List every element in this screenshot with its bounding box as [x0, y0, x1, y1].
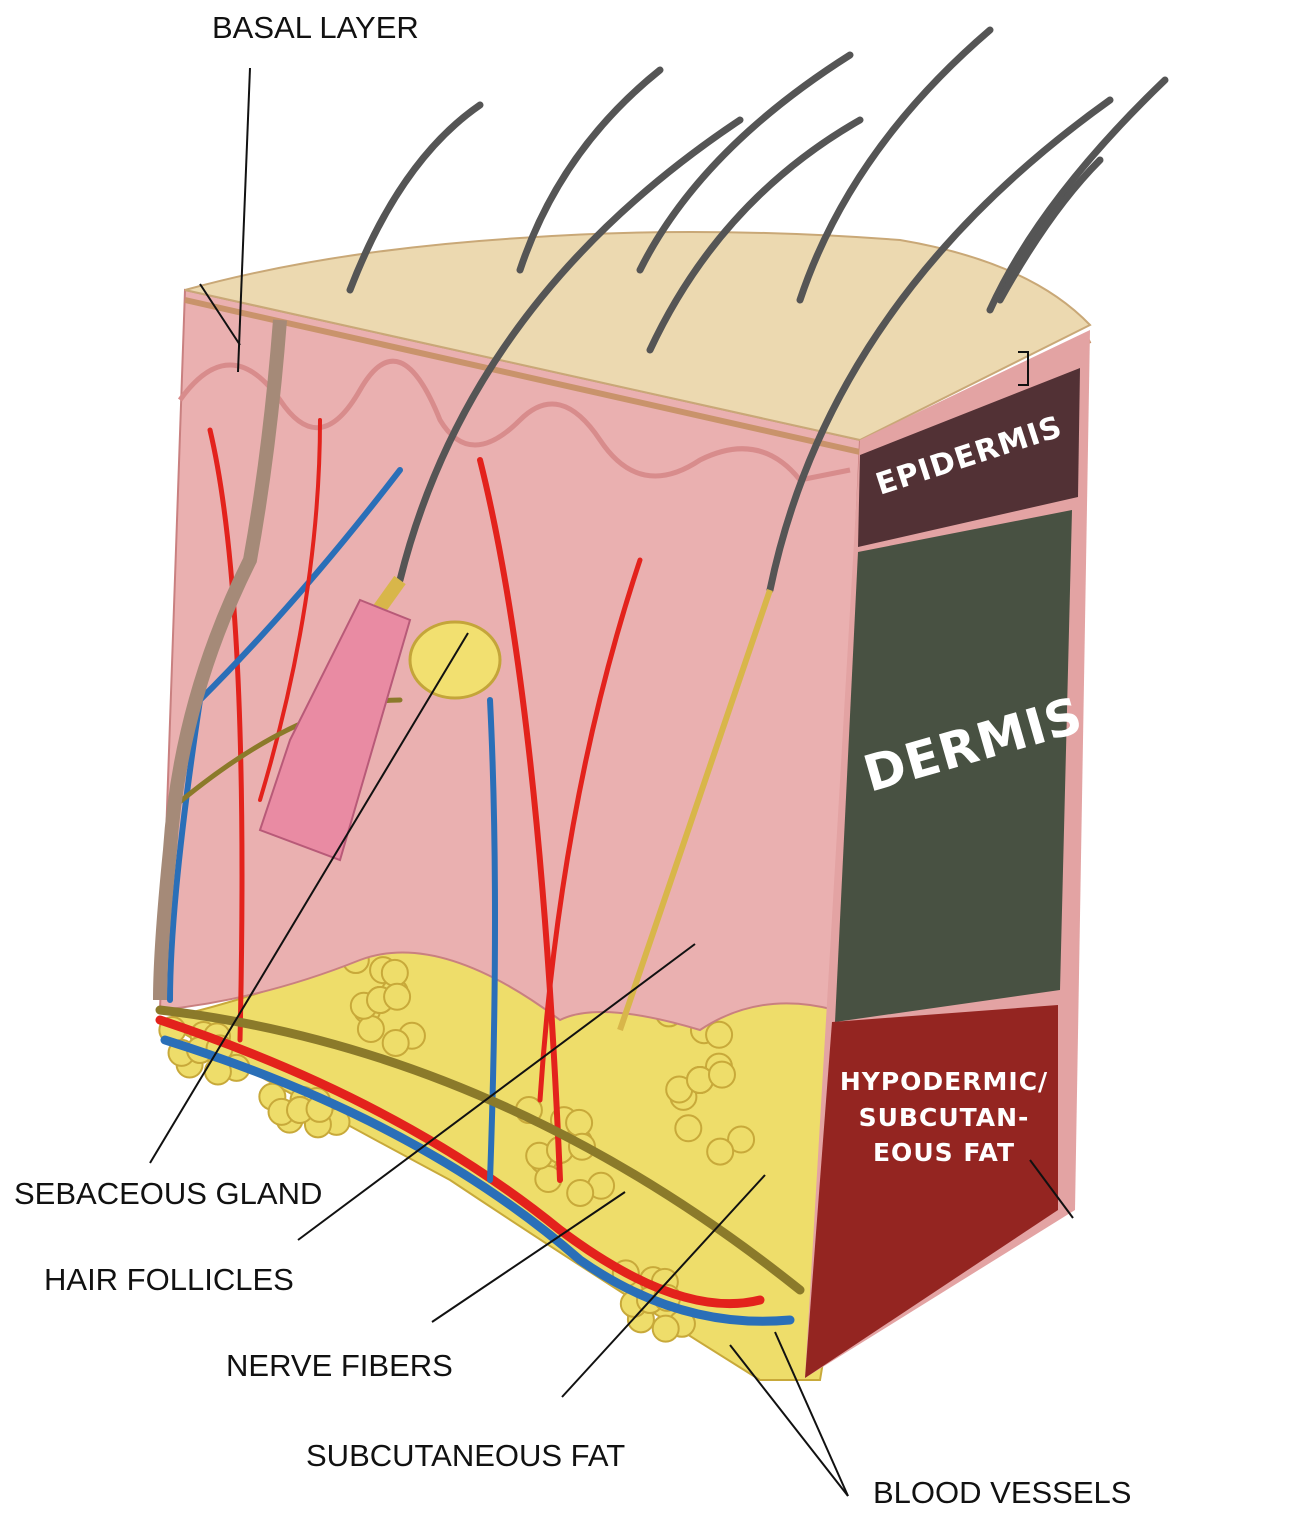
leader-subcutaneous-fat — [561, 1174, 766, 1398]
hypodermic-panel — [805, 1005, 1058, 1378]
leader-blood-vessels-2 — [774, 1331, 849, 1497]
hair-shaft — [766, 96, 1114, 594]
hypodermic-label-line3: EOUS FAT — [873, 1138, 1015, 1167]
vessels — [153, 319, 805, 1326]
hair-shaft — [796, 26, 994, 304]
fat-globule — [705, 1020, 734, 1049]
hair-follicle-sheath — [258, 598, 412, 862]
fat-globule — [727, 1125, 756, 1154]
artery — [207, 427, 245, 1043]
fat-globule — [706, 1137, 735, 1166]
leader-hair-follicles — [297, 943, 696, 1241]
artery — [155, 1015, 765, 1309]
hair-shaft — [646, 116, 864, 354]
fat-globule — [674, 1114, 703, 1143]
hair-root — [617, 589, 773, 1031]
label-nerve-fibers: NERVE FIBERS — [226, 1348, 453, 1383]
fat-globule — [381, 1028, 410, 1057]
hair-shaft — [396, 116, 744, 584]
sebaceous-gland — [408, 620, 502, 700]
label-subcutaneous-fat: SUBCUTANEOUS FAT — [306, 1438, 625, 1473]
dermis-panel — [835, 510, 1072, 1022]
dermal-papillae — [177, 358, 851, 483]
label-sebaceous-gland: SEBACEOUS GLAND — [14, 1176, 322, 1211]
artery — [258, 418, 322, 802]
epidermis-top-surface — [184, 230, 1092, 442]
fat-globule — [380, 958, 409, 987]
leader-sebaceous-gland — [149, 632, 469, 1164]
sweat-duct — [153, 319, 287, 1001]
hair-shaft — [986, 76, 1169, 314]
fat-globule — [707, 1060, 736, 1089]
hypodermic-label-line2: SUBCUTAN- — [859, 1103, 1030, 1132]
leader-blood-vessels-1 — [729, 1344, 849, 1497]
leader-basal-layer — [237, 67, 251, 373]
fat-globule — [565, 1108, 594, 1137]
hair-shaft — [996, 156, 1104, 304]
epidermis-bracket — [1018, 351, 1029, 386]
leader-hypodermic — [1029, 1159, 1074, 1219]
fat-globule — [651, 1314, 680, 1343]
hair-shaft — [636, 51, 854, 274]
leader-nerve-fibers — [431, 1191, 626, 1323]
fat-globule — [383, 982, 412, 1011]
fat-globule — [356, 1014, 385, 1043]
fat-globule — [566, 1178, 595, 1207]
hair-shaft — [346, 101, 484, 294]
hairs — [344, 26, 1169, 1031]
nerve-fiber — [155, 1005, 805, 1295]
vein — [160, 1035, 795, 1326]
artery — [537, 557, 643, 1103]
leader-basal-layer-2 — [199, 283, 241, 346]
label-basal-layer: BASAL LAYER — [212, 10, 419, 45]
hypodermic-label-line1: HYPODERMIC/ — [840, 1067, 1048, 1096]
epidermis-panel — [858, 368, 1080, 547]
hair-shaft — [516, 66, 664, 274]
label-blood-vessels: BLOOD VESSELS — [873, 1475, 1131, 1510]
label-hair-follicles: HAIR FOLLICLES — [44, 1262, 294, 1297]
